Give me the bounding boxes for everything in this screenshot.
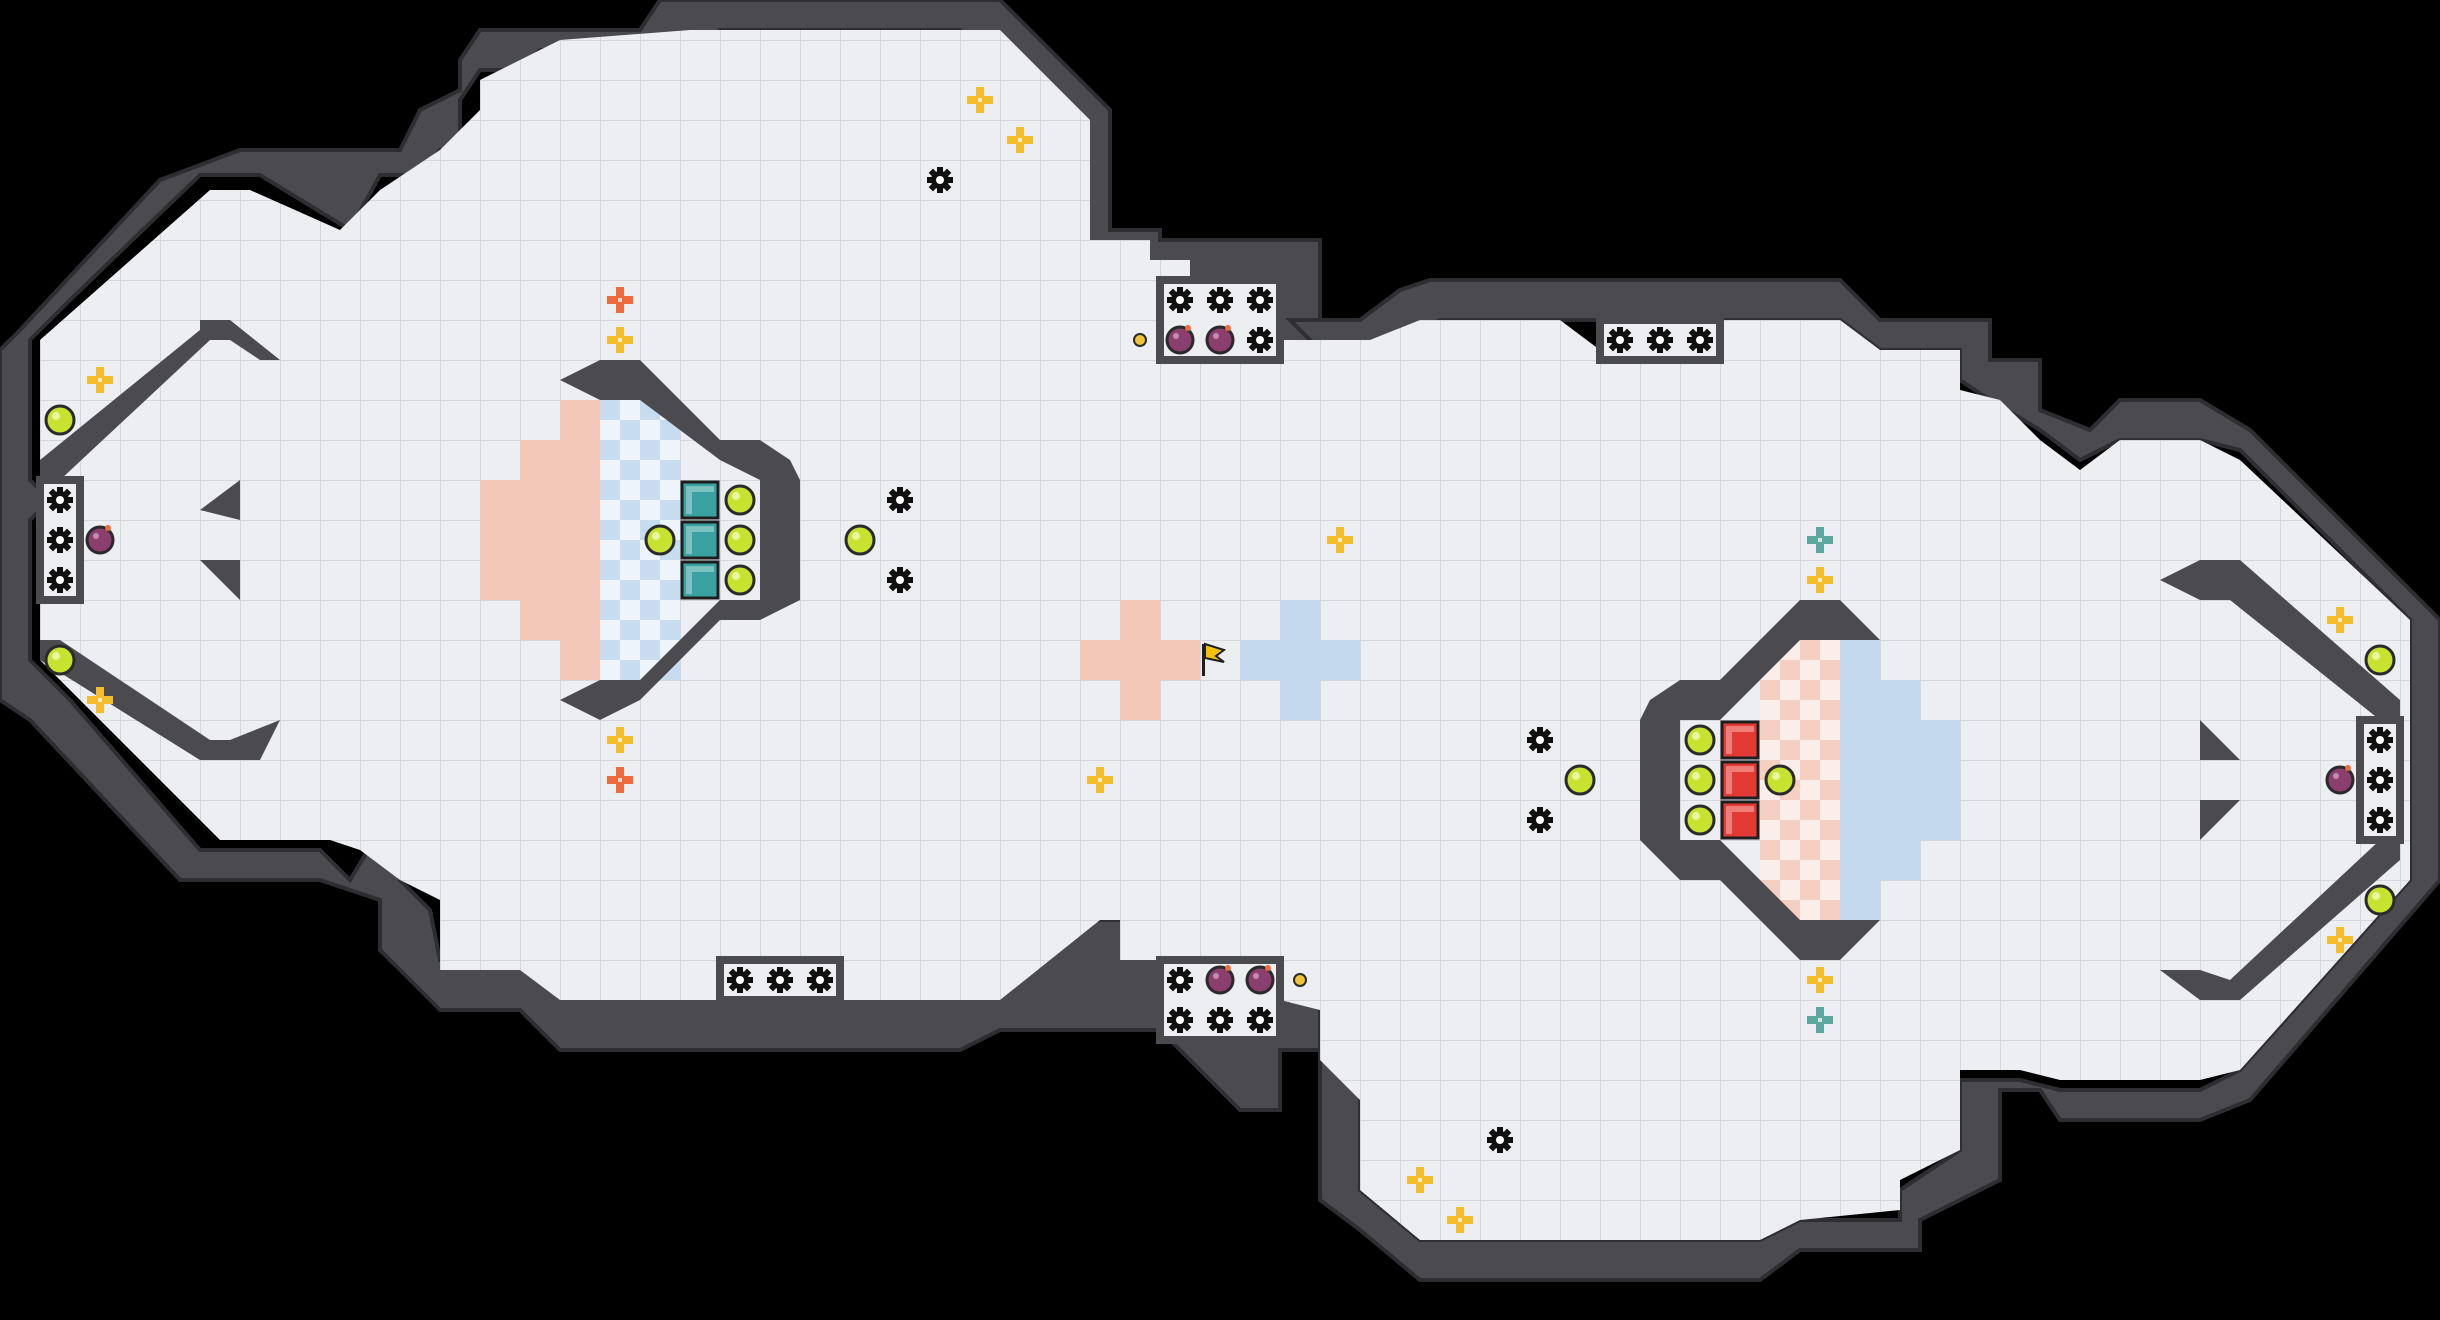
pellet-icon — [1133, 333, 1147, 347]
bomb-icon — [1165, 325, 1195, 355]
gear-icon — [1247, 327, 1273, 353]
bomb-icon — [1205, 965, 1235, 995]
bumper-icon — [724, 564, 756, 596]
gear-icon — [47, 487, 73, 513]
wall-right-inner-bottom — [2160, 840, 2400, 1000]
bumper-icon — [724, 524, 756, 556]
bumper-icon — [2364, 884, 2396, 916]
gear-icon — [1647, 327, 1673, 353]
bumper-icon — [1764, 764, 1796, 796]
flag-icon — [1202, 642, 1227, 676]
bumper-icon — [44, 404, 76, 436]
wall-right-wedge-bottom — [2200, 800, 2240, 840]
wall-fortress-left — [560, 360, 800, 720]
gear-icon — [1487, 1127, 1513, 1153]
plus-icon — [1007, 127, 1033, 153]
gear-icon — [47, 527, 73, 553]
gear-icon — [47, 567, 73, 593]
gear-icon — [2367, 727, 2393, 753]
gear-icon — [1527, 807, 1553, 833]
gear-icon — [2367, 767, 2393, 793]
plus-icon — [1087, 767, 1113, 793]
plus-icon — [1327, 527, 1353, 553]
gear-icon — [1167, 967, 1193, 993]
crate-icon — [1720, 720, 1760, 760]
plus-icon — [967, 87, 993, 113]
bumper-icon — [1684, 804, 1716, 836]
entities-layer — [44, 87, 2396, 1233]
gear-icon — [1607, 327, 1633, 353]
gear-icon — [1167, 287, 1193, 313]
wall-right-inner-top — [2160, 560, 2400, 720]
zone-blue-center — [1240, 600, 1360, 720]
gear-icon — [1207, 287, 1233, 313]
gear-icon — [1207, 1007, 1233, 1033]
crate-icon — [1720, 800, 1760, 840]
bomb-icon — [1205, 325, 1235, 355]
plus-icon — [87, 367, 113, 393]
gear-icon — [1687, 327, 1713, 353]
gear-icon — [1247, 287, 1273, 313]
zone-blue-right — [1840, 640, 1960, 920]
plus-icon — [607, 287, 633, 313]
zone-red-left — [480, 400, 600, 680]
bomb-icon — [2325, 765, 2355, 795]
wall-fortress-right — [1640, 600, 1880, 960]
bomb-icon — [85, 525, 115, 555]
gear-icon — [2367, 807, 2393, 833]
plus-icon — [87, 687, 113, 713]
bumper-icon — [2364, 644, 2396, 676]
bumper-icon — [1684, 764, 1716, 796]
gear-icon — [887, 487, 913, 513]
crate-icon — [680, 560, 720, 600]
zone-red-center — [1080, 600, 1200, 720]
wall-left-wedge-bottom — [200, 560, 240, 600]
plus-icon — [607, 727, 633, 753]
plus-icon — [1807, 527, 1833, 553]
plus-icon — [1807, 1007, 1833, 1033]
wall-left-inner-top — [40, 320, 280, 480]
gear-icon — [767, 967, 793, 993]
wall-left-wedge-top — [200, 480, 240, 520]
bomb-icon — [1245, 965, 1275, 995]
gear-icon — [1527, 727, 1553, 753]
gear-icon — [727, 967, 753, 993]
plus-icon — [2327, 607, 2353, 633]
plus-icon — [1447, 1207, 1473, 1233]
gear-icon — [807, 967, 833, 993]
pellet-icon — [1293, 973, 1307, 987]
plus-icon — [1807, 967, 1833, 993]
plus-icon — [1407, 1167, 1433, 1193]
bumper-icon — [844, 524, 876, 556]
gear-icon — [927, 167, 953, 193]
plus-icon — [607, 327, 633, 353]
crate-icon — [1720, 760, 1760, 800]
bumper-icon — [1684, 724, 1716, 756]
plus-icon — [1807, 567, 1833, 593]
crate-icon — [680, 480, 720, 520]
wall-right-wedge-top — [2200, 720, 2240, 760]
bumper-icon — [724, 484, 756, 516]
bumper-icon — [644, 524, 676, 556]
bumper-icon — [1564, 764, 1596, 796]
gear-icon — [1247, 1007, 1273, 1033]
gear-icon — [1167, 1007, 1193, 1033]
plus-icon — [607, 767, 633, 793]
gear-icon — [887, 567, 913, 593]
wall-left-inner-bottom — [40, 640, 280, 760]
crate-icon — [680, 520, 720, 560]
plus-icon — [2327, 927, 2353, 953]
bumper-icon — [44, 644, 76, 676]
